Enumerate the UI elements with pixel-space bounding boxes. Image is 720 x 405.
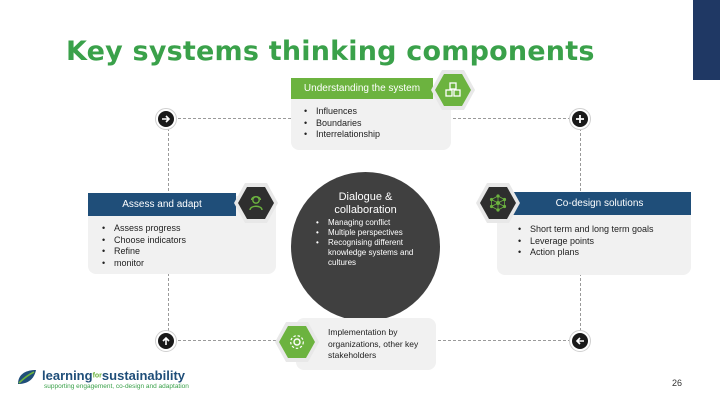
list-item: Refine — [102, 246, 252, 258]
understanding-list: Influences Boundaries Interrelationship — [304, 106, 444, 141]
list-item: Influences — [304, 106, 444, 118]
list-item: Managing conflict — [316, 218, 420, 228]
network-icon — [480, 187, 516, 219]
gear-cycle-icon — [279, 326, 315, 358]
slide-title: Key systems thinking components — [66, 36, 595, 67]
person-headset-icon — [238, 187, 274, 219]
logo-wordmark: learningforsustainability — [42, 369, 185, 384]
arrow-left-icon[interactable] — [569, 330, 591, 352]
arrow-right-icon[interactable] — [155, 108, 177, 130]
list-item: Short term and long term goals — [518, 224, 688, 236]
implementation-card — [296, 318, 436, 370]
list-item: Recognising different knowledge systems … — [316, 238, 420, 268]
list-item: Boundaries — [304, 118, 444, 130]
list-item: Multiple perspectives — [316, 228, 420, 238]
dialogue-label-line1: Dialogue & — [338, 191, 393, 203]
corner-accent-bar — [693, 0, 720, 80]
codesign-list: Short term and long term goals Leverage … — [518, 224, 688, 259]
list-item: monitor — [102, 258, 252, 270]
leaf-logo-icon — [16, 368, 38, 386]
implementation-hex — [275, 322, 319, 362]
assess-list: Assess progress Choose indicators Refine… — [102, 223, 252, 269]
logo-name-part2: for — [92, 372, 102, 380]
dialogue-label-line2: collaboration — [334, 204, 397, 216]
logo-name-part3: sustainability — [101, 368, 185, 383]
list-item: Interrelationship — [304, 129, 444, 141]
assess-label: Assess and adapt — [88, 193, 236, 216]
dialogue-list: Managing conflict Multiple perspectives … — [316, 218, 420, 268]
logo-tagline: supporting engagement, co-design and ada… — [44, 383, 189, 390]
list-item: Leverage points — [518, 236, 688, 248]
list-item: Assess progress — [102, 223, 252, 235]
list-item: Choose indicators — [102, 235, 252, 247]
understanding-hex — [431, 70, 475, 110]
list-item: Action plans — [518, 247, 688, 259]
logo-name-part1: learning — [42, 368, 93, 383]
arrow-up-icon[interactable] — [155, 330, 177, 352]
page-number: 26 — [672, 378, 683, 388]
understanding-label: Understanding the system — [291, 78, 433, 99]
blocks-icon — [435, 74, 471, 106]
implementation-text: Implementation by organizations, other k… — [328, 327, 419, 360]
plus-icon[interactable] — [569, 108, 591, 130]
codesign-label: Co-design solutions — [508, 192, 691, 215]
dialogue-label: Dialogue & collaboration — [291, 191, 440, 217]
